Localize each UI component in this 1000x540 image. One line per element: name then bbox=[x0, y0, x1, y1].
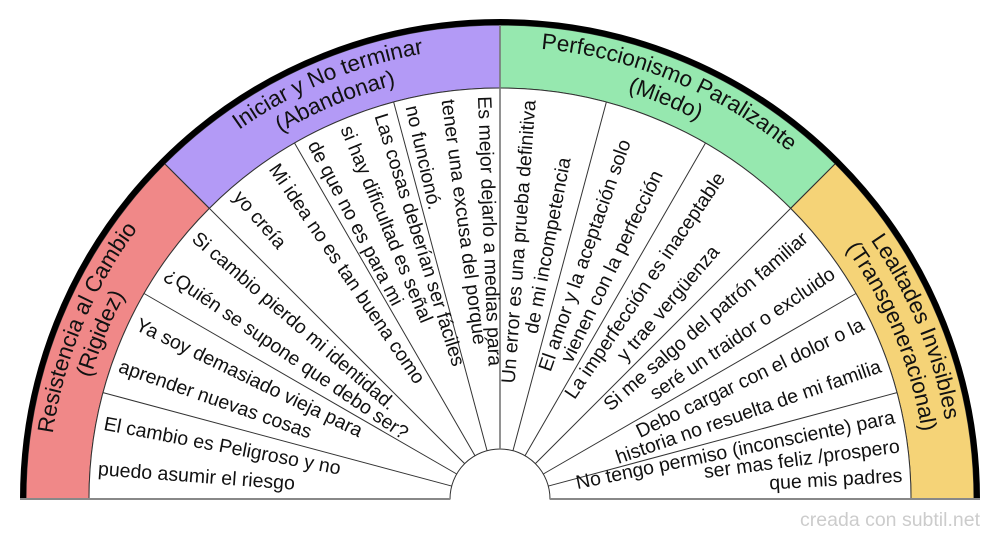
category-ring bbox=[25, 24, 975, 500]
slice-divider bbox=[393, 101, 488, 451]
outer-arc bbox=[20, 19, 980, 500]
slice-divider bbox=[294, 142, 476, 456]
slice-divider bbox=[524, 142, 706, 456]
slice-divider bbox=[548, 392, 898, 487]
category-divider bbox=[535, 163, 836, 464]
slice-dividers bbox=[102, 25, 898, 487]
slice-divider bbox=[512, 101, 607, 451]
slice-divider bbox=[102, 392, 452, 487]
category-divider bbox=[164, 163, 465, 464]
watermark: creada con subtil.net bbox=[800, 509, 981, 531]
slice-divider bbox=[143, 293, 457, 475]
slice-divider bbox=[543, 293, 857, 475]
